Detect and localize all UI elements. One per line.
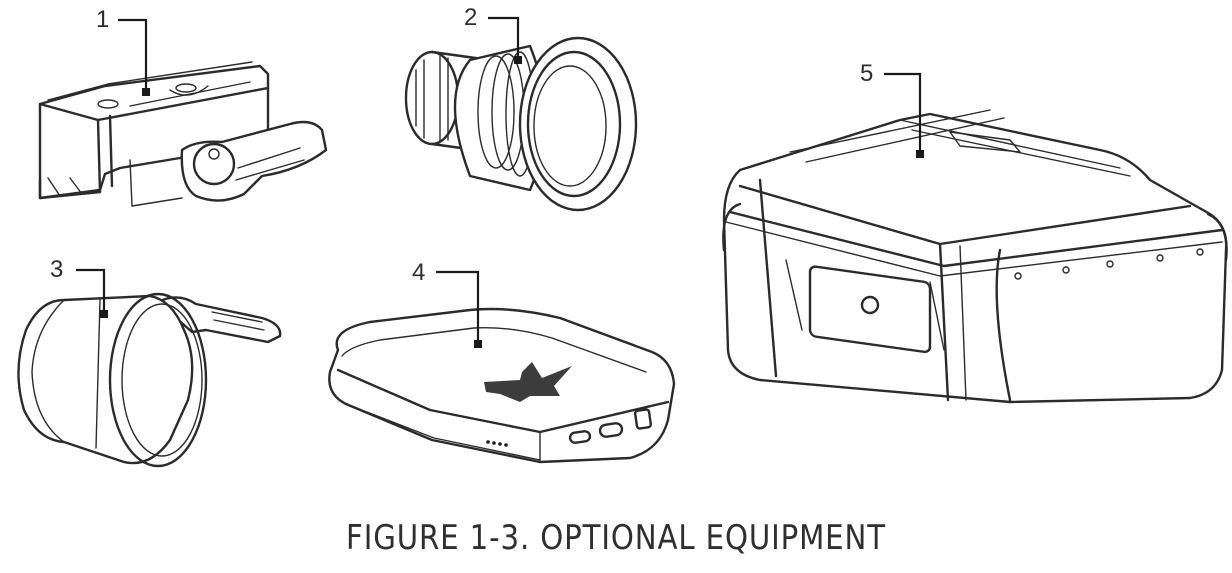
callout-marker-2 [514,56,522,64]
callout-leader-5 [884,72,922,154]
callout-marker-3 [100,310,108,318]
callout-number-5: 5 [860,60,874,87]
callout-number-1: 1 [96,6,110,33]
lens-adapter-ring [17,292,282,468]
callout-leader-3 [76,268,106,314]
callout-leader-1 [118,18,148,92]
callout-marker-1 [142,88,150,96]
callout-marker-5 [916,150,924,158]
callout-leader-2 [488,16,520,60]
callout-marker-4 [474,340,482,348]
eyecup [404,36,638,212]
callout-number-4: 4 [412,259,426,286]
callout-number-3: 3 [50,256,64,283]
power-bank [328,307,676,464]
hard-carry-case [722,109,1228,404]
figure-caption: FIGURE 1-3. OPTIONAL EQUIPMENT [346,518,886,558]
callout-leader-4 [436,270,480,344]
logo-icon [484,362,572,402]
callout-number-2: 2 [464,4,478,31]
quick-release-mount [38,61,328,207]
